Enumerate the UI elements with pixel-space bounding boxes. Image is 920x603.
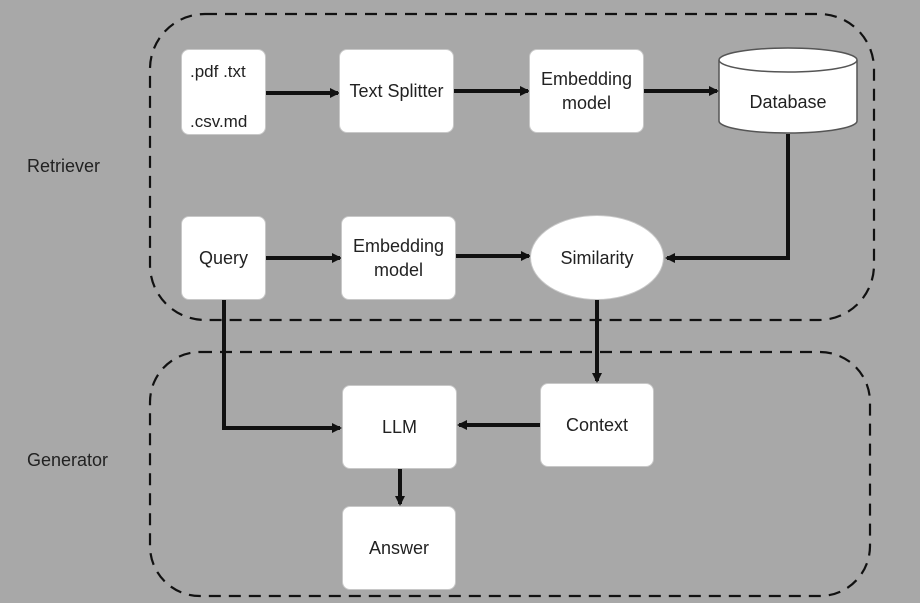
database-label: Database (749, 92, 827, 112)
arrow-query-to-llm (222, 300, 342, 433)
context-label: Context (565, 415, 629, 435)
generator-label: Generator (27, 450, 109, 470)
embedding-model-1-line-1: Embedding (540, 69, 633, 89)
context-node: Context (540, 383, 654, 467)
similarity-node: Similarity (530, 215, 664, 300)
llm-label: LLM (381, 417, 417, 437)
text-splitter-node: Text Splitter (339, 49, 454, 133)
document-files-node: .pdf .txt .csv.md (181, 49, 266, 135)
embedding-model-node-1: Embedding model (529, 49, 644, 133)
file-types-line-1: .pdf .txt (190, 62, 246, 81)
database-cylinder (718, 47, 858, 134)
query-label: Query (198, 248, 249, 268)
answer-label: Answer (368, 538, 430, 558)
embedding-model-node-2: Embedding model (341, 216, 456, 300)
retriever-label: Retriever (27, 156, 101, 176)
text-splitter-label: Text Splitter (349, 81, 444, 101)
llm-node: LLM (342, 385, 457, 469)
embedding-model-1-line-2: model (561, 93, 612, 113)
similarity-label: Similarity (560, 247, 634, 268)
database-label-node: Database (719, 80, 857, 124)
answer-node: Answer (342, 506, 456, 590)
embedding-model-2-line-1: Embedding (352, 236, 445, 256)
arrow-database-to-similarity (665, 134, 790, 263)
retriever-group-border (148, 12, 876, 322)
embedding-model-2-line-2: model (373, 260, 424, 280)
generator-group-border (148, 350, 872, 598)
query-node: Query (181, 216, 266, 300)
file-types-line-2: .csv.md (190, 112, 248, 131)
